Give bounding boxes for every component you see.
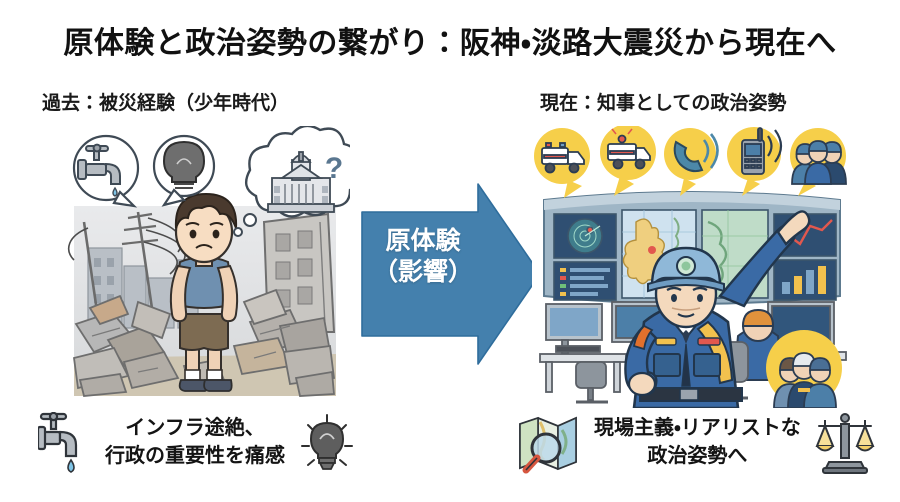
response-team-badge [766,330,842,408]
boy-figure [169,192,239,392]
callout-ambulance-2 [600,126,656,196]
thought-bubble-faucet [72,134,140,208]
svg-text:?: ? [325,152,343,185]
page-title: 原体験と政治姿勢の繋がり：阪神・淡路大震災から現在へ [63,27,837,60]
scales-of-justice-icon [815,413,875,474]
lightbulb-icon [301,414,353,470]
present-command-center-illustration [532,126,852,408]
map-magnifier-icon [519,416,577,474]
past-disaster-illustration: ? [28,126,350,408]
right-caption: 現場主義・リアリストな 政治姿勢へ [518,412,875,474]
thought-bubble-lightbulb [152,134,216,207]
governor-commander-figure [624,210,811,408]
right-caption-text: 現場主義・リアリストな 政治姿勢へ [594,415,801,470]
right-column-subtitle: 現在：知事としての政治姿勢 [540,93,787,114]
right-caption-line1: 現場主義・リアリストな [594,417,801,440]
callout-ambulance-1 [534,128,590,198]
callout-telephone [664,128,719,196]
faucet-icon [38,412,78,473]
thought-cloud-government: ? [233,126,350,237]
right-caption-line2: 政治姿勢へ [647,445,748,467]
left-caption: インフラ途絶、 行政の重要性を痛感 [38,412,354,474]
present-scene-svg [532,126,852,408]
influence-arrow: 原体験 （影響） [360,182,542,366]
left-column-subtitle: 過去：被災経験（少年時代） [42,93,290,114]
past-scene-svg: ? [28,126,350,408]
left-caption-line1: インフラ途絶、 [125,417,265,440]
left-caption-line2: 行政の重要性を痛感 [105,445,285,467]
callout-response-team [790,128,847,196]
arrow-shape-icon [361,183,541,365]
callout-radio-handset [727,127,783,196]
left-caption-text: インフラ途絶、 行政の重要性を痛感 [104,415,286,470]
